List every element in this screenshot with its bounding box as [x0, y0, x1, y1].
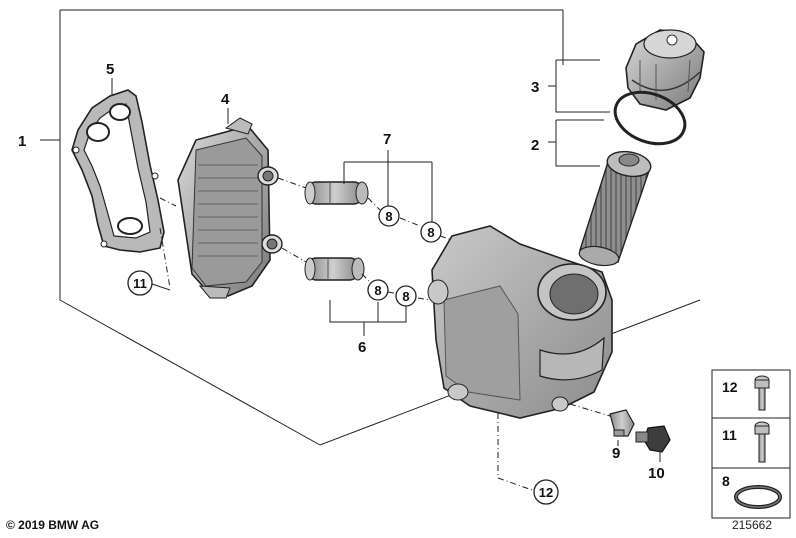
copyright-notice: © 2019 BMW AG: [6, 518, 100, 532]
filter-element-part-2: [578, 150, 652, 267]
alignment-lines: [159, 177, 611, 491]
sensor-part-9: [609, 409, 635, 437]
label-part-3: 3: [531, 79, 539, 96]
callout-12: 12: [533, 479, 559, 505]
sidebar-label-12: 12: [722, 379, 738, 395]
label-part-2: 2: [531, 137, 539, 154]
o-ring-icon: [734, 485, 782, 509]
label-part-5: 5: [106, 61, 114, 78]
label-part-1: 1: [18, 133, 26, 150]
switch-part-10: [635, 425, 671, 453]
small-parts-box: 12 11 8: [711, 369, 791, 519]
label-part-6: 6: [358, 339, 366, 356]
bolt-short-icon: [754, 375, 770, 411]
callout-8-a: 8: [378, 205, 400, 227]
label-part-4: 4: [221, 91, 230, 108]
drawing-number: 215662: [731, 518, 772, 532]
o-ring-cap: [613, 90, 687, 146]
callout-8-a-text: 8: [385, 209, 392, 224]
filter-cap-part-3: [625, 29, 705, 111]
oil-filter-housing: [427, 225, 613, 419]
sidebar-label-8: 8: [722, 473, 730, 489]
callout-8-b: 8: [420, 221, 442, 243]
label-part-7: 7: [383, 131, 391, 148]
leader-lines: [329, 59, 610, 336]
bushing-part-6: [304, 257, 365, 281]
callout-11: 11: [127, 270, 153, 296]
bolt-long-icon: [754, 421, 770, 463]
label-part-9: 9: [612, 445, 620, 462]
callout-8-c-text: 8: [374, 283, 381, 298]
label-part-10: 10: [648, 465, 665, 482]
oil-cooler-part-4: [177, 117, 283, 299]
gasket-part-5: [71, 89, 165, 253]
bushing-part-7: [304, 181, 369, 205]
callout-8-b-text: 8: [427, 225, 434, 240]
callout-8-c: 8: [367, 279, 389, 301]
callout-11-text: 11: [133, 276, 147, 291]
sidebar-label-11: 11: [722, 427, 737, 443]
callout-8-d-text: 8: [402, 289, 409, 304]
callout-8-d: 8: [395, 285, 417, 307]
callout-12-text: 12: [539, 485, 553, 500]
